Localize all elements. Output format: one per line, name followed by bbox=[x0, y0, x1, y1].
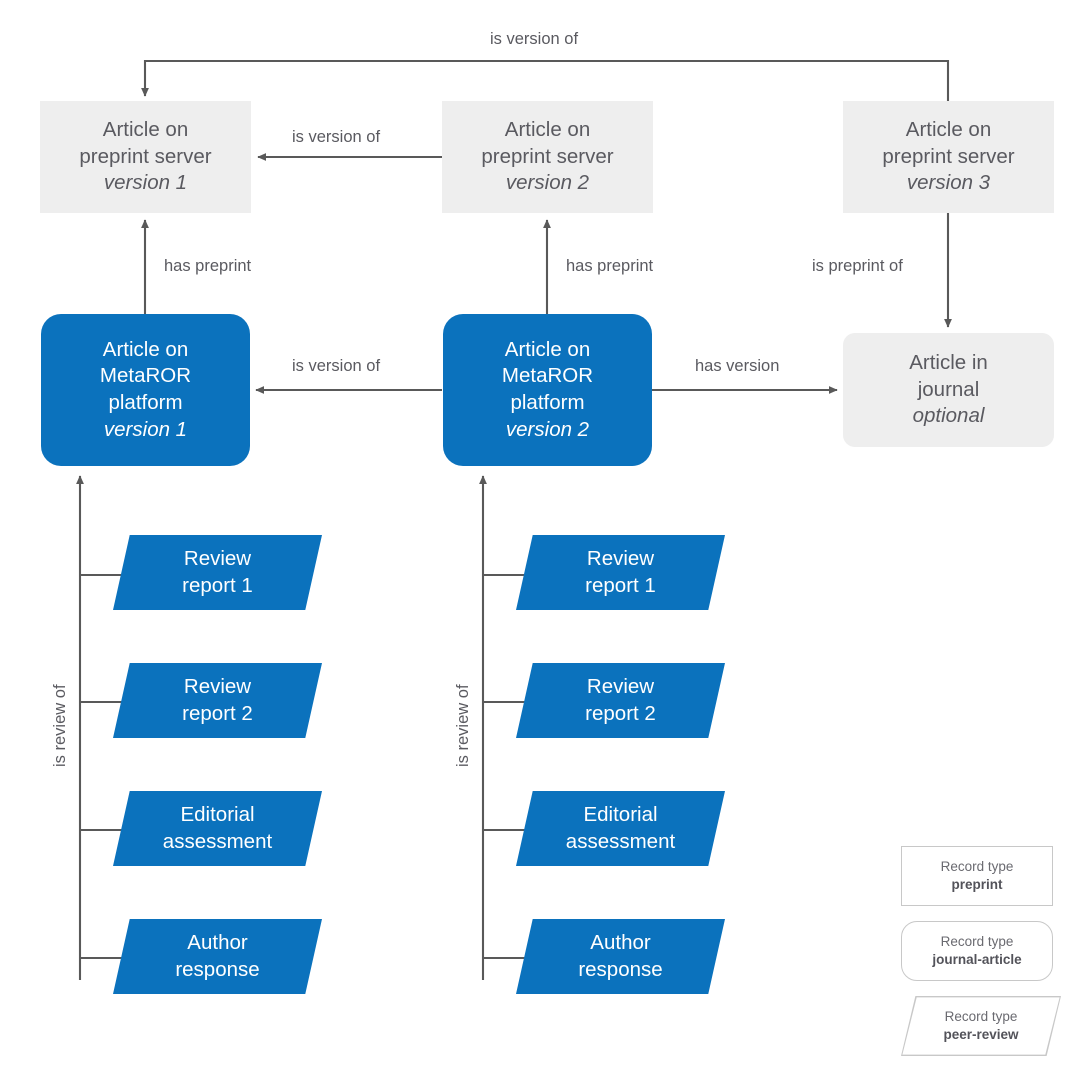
node-line: report 2 bbox=[182, 701, 253, 725]
edge-label-has-version: has version bbox=[695, 357, 780, 375]
edge-label-platform-is-version-of: is version of bbox=[292, 357, 381, 375]
legend-item-preprint: Record type preprint bbox=[901, 846, 1053, 906]
node-preprint-version-1[interactable]: Article on preprint server version 1 bbox=[40, 101, 251, 213]
node-preprint-version-3[interactable]: Article on preprint server version 3 bbox=[843, 101, 1054, 213]
node-left-editorial-assessment[interactable]: Editorial assessment bbox=[113, 791, 322, 866]
legend-item-journal-article: Record type journal-article bbox=[901, 921, 1053, 981]
parallelogram-shape bbox=[113, 791, 322, 866]
node-line: preprint server bbox=[79, 144, 212, 168]
node-right-editorial-assessment[interactable]: Editorial assessment bbox=[516, 791, 725, 866]
legend-item-peer-review: Record type peer-review bbox=[901, 996, 1061, 1056]
node-line: Article on bbox=[905, 118, 992, 142]
node-right-author-response[interactable]: Author response bbox=[516, 919, 725, 994]
node-line: Review bbox=[183, 674, 252, 698]
node-line: preprint server bbox=[481, 144, 614, 168]
node-right-review-report-2[interactable]: Review report 2 bbox=[516, 663, 725, 738]
node-line: Article on bbox=[504, 337, 591, 361]
legend-type: journal-article bbox=[932, 952, 1022, 967]
edge-label-preprint-v2-is-version-of: is version of bbox=[292, 128, 381, 146]
node-line: assessment bbox=[162, 829, 273, 853]
node-right-review-report-1[interactable]: Review report 1 bbox=[516, 535, 725, 610]
node-line: MetaROR bbox=[501, 364, 594, 388]
parallelogram-shape bbox=[113, 535, 322, 610]
node-line-version: version 2 bbox=[505, 171, 590, 195]
edge-label-right-is-review-of: is review of bbox=[454, 684, 472, 767]
parallelogram-shape bbox=[516, 791, 725, 866]
node-line: Author bbox=[187, 930, 248, 954]
node-line: report 2 bbox=[585, 701, 656, 725]
edge-label-has-preprint-1: has preprint bbox=[164, 257, 252, 275]
node-metaror-platform-version-1[interactable]: Article on MetaROR platform version 1 bbox=[41, 314, 250, 466]
legend-caption: Record type bbox=[940, 933, 1014, 949]
node-line: response bbox=[578, 957, 663, 981]
parallelogram-shape bbox=[113, 663, 322, 738]
node-line: Editorial bbox=[180, 802, 255, 826]
node-line: Article on bbox=[102, 337, 189, 361]
node-line: report 1 bbox=[182, 573, 253, 597]
parallelogram-shape bbox=[516, 919, 725, 994]
node-line: Editorial bbox=[583, 802, 658, 826]
node-line: Author bbox=[590, 930, 651, 954]
node-line: journal bbox=[917, 377, 980, 401]
edge-label-top-is-version-of: is version of bbox=[490, 30, 579, 48]
edge-label-has-preprint-2: has preprint bbox=[566, 257, 654, 275]
node-line: Article in bbox=[909, 351, 988, 375]
node-line: Review bbox=[586, 546, 655, 570]
node-line: platform bbox=[510, 391, 585, 414]
node-left-author-response[interactable]: Author response bbox=[113, 919, 322, 994]
node-line-optional: optional bbox=[912, 404, 985, 428]
parallelogram-shape bbox=[516, 535, 725, 610]
node-line: Review bbox=[586, 674, 655, 698]
legend-type: preprint bbox=[951, 877, 1003, 892]
node-line: assessment bbox=[565, 829, 676, 853]
node-left-review-report-2[interactable]: Review report 2 bbox=[113, 663, 322, 738]
parallelogram-shape bbox=[516, 663, 725, 738]
edge-preprint-v3-top-to-v1 bbox=[141, 59, 950, 101]
parallelogram-shape bbox=[113, 919, 322, 994]
legend-caption: Record type bbox=[944, 1008, 1018, 1024]
node-line: Review bbox=[183, 546, 252, 570]
node-line: Article on bbox=[504, 118, 591, 142]
node-line: MetaROR bbox=[99, 364, 192, 388]
node-article-in-journal[interactable]: Article in journal optional bbox=[843, 333, 1054, 447]
node-line-version: version 3 bbox=[906, 171, 991, 195]
node-metaror-platform-version-2[interactable]: Article on MetaROR platform version 2 bbox=[443, 314, 652, 466]
node-line-version: version 1 bbox=[103, 417, 188, 441]
node-preprint-version-2[interactable]: Article on preprint server version 2 bbox=[442, 101, 653, 213]
legend-caption: Record type bbox=[940, 858, 1014, 874]
node-line-version: version 1 bbox=[103, 171, 188, 195]
node-line: response bbox=[175, 957, 260, 981]
node-line: Article on bbox=[102, 118, 189, 142]
edge-label-left-is-review-of: is review of bbox=[51, 684, 69, 767]
node-left-review-report-1[interactable]: Review report 1 bbox=[113, 535, 322, 610]
legend-type: peer-review bbox=[943, 1027, 1019, 1042]
node-line: platform bbox=[108, 391, 183, 414]
edge-label-is-preprint-of: is preprint of bbox=[812, 257, 903, 275]
node-line: preprint server bbox=[882, 144, 1015, 168]
parallelogram-inner bbox=[902, 997, 1060, 1055]
node-line: report 1 bbox=[585, 573, 656, 597]
node-line-version: version 2 bbox=[505, 417, 590, 441]
